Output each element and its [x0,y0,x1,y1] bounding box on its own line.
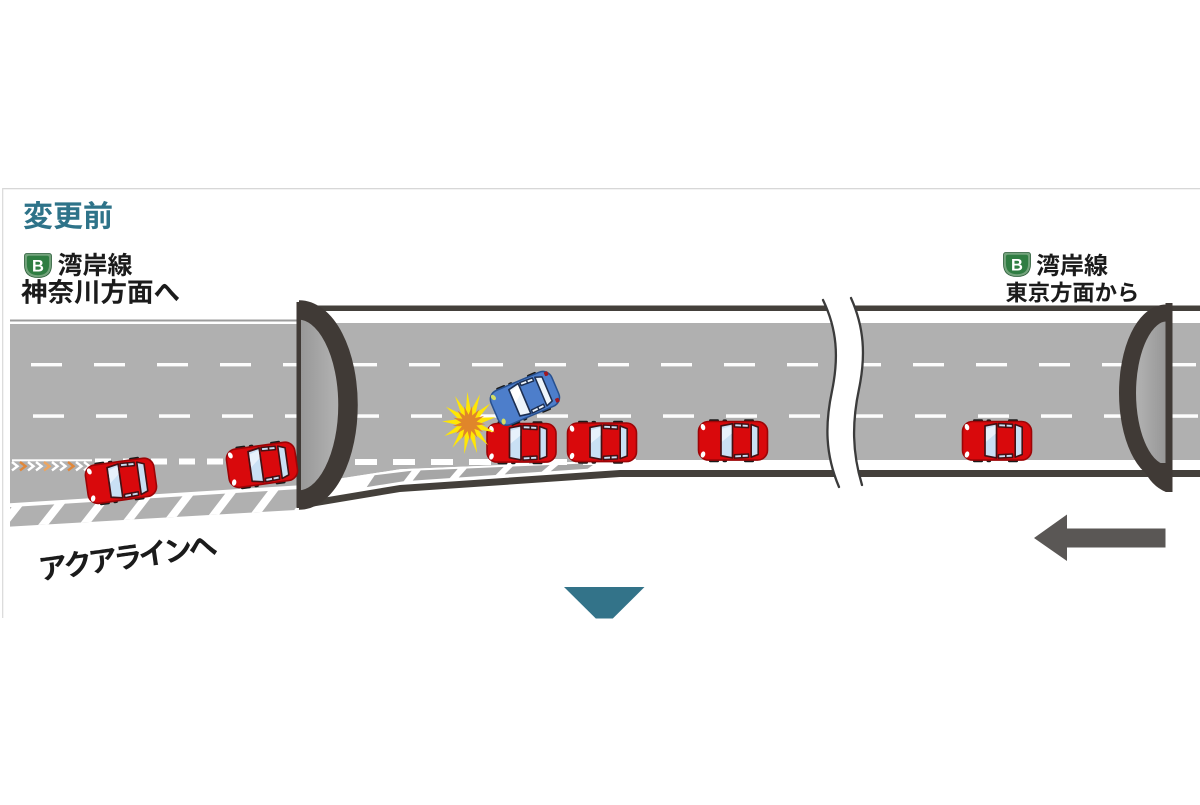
svg-text:B: B [1011,257,1023,275]
svg-text:B: B [32,258,44,276]
